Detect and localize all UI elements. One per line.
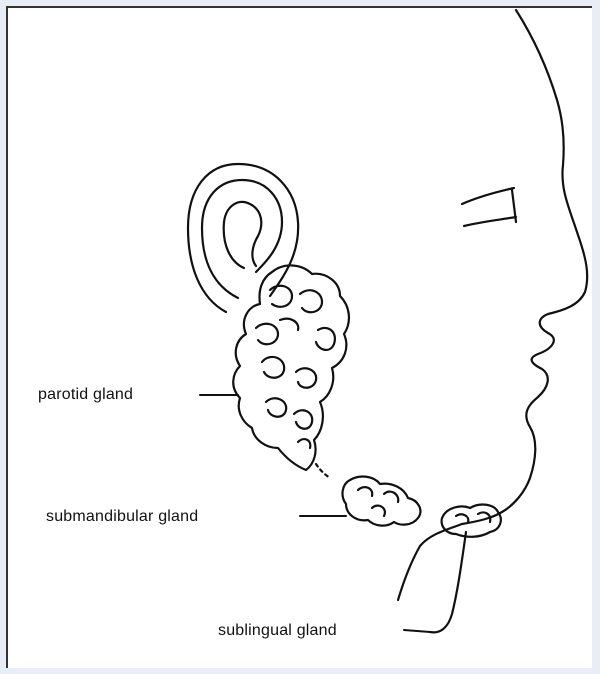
submandibular-lobule bbox=[358, 487, 372, 496]
jaw-line bbox=[398, 524, 462, 600]
ear-outer bbox=[188, 164, 298, 312]
parotid-lobule bbox=[298, 439, 310, 448]
sublingual-gland-shape bbox=[442, 505, 501, 537]
parotid-gland-label: parotid gland bbox=[38, 386, 133, 404]
parotid-lobule bbox=[316, 328, 335, 350]
neck-line bbox=[430, 532, 466, 632]
eye-lower-lid bbox=[464, 217, 516, 226]
sublingual-gland-label: sublingual gland bbox=[218, 622, 337, 640]
parotid-lobule bbox=[262, 357, 284, 378]
submandibular-gland-label: submandibular gland bbox=[46, 508, 198, 526]
parotid-lobule bbox=[280, 319, 298, 330]
submandibular-lobule bbox=[384, 492, 398, 502]
submandibular-lobule bbox=[372, 506, 385, 516]
parotid-lobule bbox=[296, 368, 316, 387]
sublingual-lobule bbox=[456, 514, 468, 522]
parotid-lobule bbox=[266, 398, 286, 416]
ear-concha bbox=[224, 202, 262, 268]
face-profile-outline bbox=[462, 10, 587, 524]
parotid-lobule bbox=[270, 286, 292, 307]
parotid-lobule bbox=[256, 324, 278, 345]
parotid-lobule bbox=[294, 410, 312, 428]
parotid-lobule bbox=[300, 290, 322, 312]
sublingual-leader-line bbox=[404, 630, 430, 632]
eye-upper-lid bbox=[462, 188, 514, 204]
ear-inner bbox=[202, 180, 282, 298]
submandibular-gland-shape bbox=[343, 477, 421, 526]
parotid-tail bbox=[316, 464, 330, 478]
